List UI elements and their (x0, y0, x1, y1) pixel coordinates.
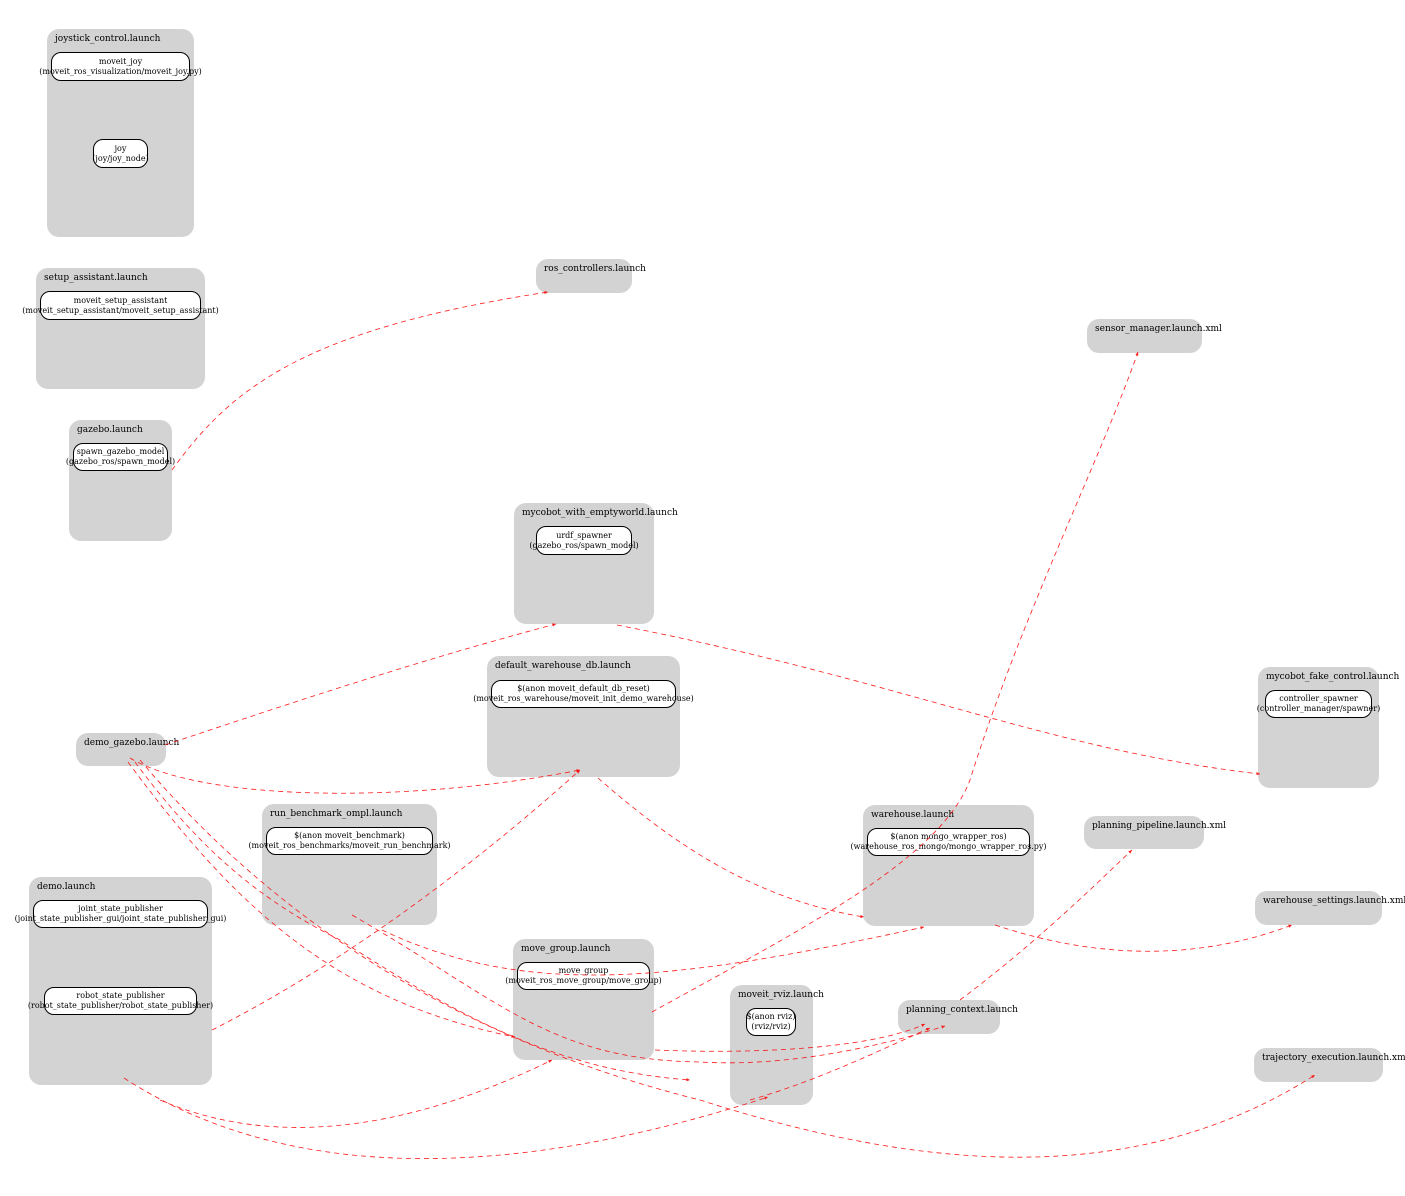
cluster-title: warehouse_settings.launch.xml (1263, 896, 1405, 906)
cluster-title: sensor_manager.launch.xml (1095, 324, 1222, 334)
node-executable: (moveit_ros_move_group/move_group) (505, 976, 662, 985)
cluster-title: trajectory_execution.launch.xml (1262, 1053, 1405, 1063)
node-mongo-wrapper-ros[interactable]: $(anon mongo_wrapper_ros) (warehouse_ros… (851, 828, 1047, 856)
node-moveit-setup-assistant[interactable]: moveit_setup_assistant (moveit_setup_ass… (22, 291, 219, 320)
cluster-mycobot-fake-control: mycobot_fake_control.launch controller_s… (1257, 667, 1399, 788)
cluster-planning-pipeline: planning_pipeline.launch.xml (1084, 816, 1226, 849)
cluster-title: warehouse.launch (871, 810, 955, 820)
cluster-mycobot-emptyworld: mycobot_with_emptyworld.launch urdf_spaw… (514, 503, 678, 624)
node-joint-state-publisher[interactable]: joint_state_publisher (joint_state_publi… (15, 900, 226, 928)
node-executable: (joy/joy_node) (92, 153, 149, 163)
cluster-title: joystick_control.launch (55, 34, 161, 44)
node-executable: (gazebo_ros/spawn_model) (529, 540, 639, 550)
edge-demo-move-group (159, 1059, 553, 1128)
node-executable: (moveit_setup_assistant/moveit_setup_ass… (22, 305, 219, 315)
node-executable: (gazebo_ros/spawn_model) (65, 457, 176, 466)
cluster-demo-gazebo: demo_gazebo.launch (76, 733, 179, 766)
node-moveit-benchmark[interactable]: $(anon moveit_benchmark) (moveit_ros_ben… (248, 827, 451, 855)
node-name: joy (114, 143, 127, 153)
cluster-title: setup_assistant.launch (44, 273, 148, 283)
node-joy[interactable]: joy (joy/joy_node) (92, 139, 149, 168)
node-name: $(anon moveit_benchmark) (294, 831, 405, 840)
edge-demo-moveit-rviz (123, 1077, 769, 1159)
node-name: moveit_setup_assistant (73, 295, 168, 305)
cluster-gazebo: gazebo.launch spawn_gazebo_model (gazebo… (66, 420, 175, 541)
node-name: moveit_joy (98, 56, 143, 66)
cluster-title: demo.launch (37, 882, 96, 892)
cluster-trajectory-execution: trajectory_execution.launch.xml (1254, 1048, 1405, 1082)
node-move-group[interactable]: move_group (moveit_ros_move_group/move_g… (505, 962, 662, 990)
node-urdf-spawner[interactable]: urdf_spawner (gazebo_ros/spawn_model) (529, 526, 639, 555)
node-executable: (warehouse_ros_mongo/mongo_wrapper_ros.p… (850, 842, 1047, 851)
cluster-ros-controllers: ros_controllers.launch (536, 259, 646, 293)
node-name: spawn_gazebo_model (76, 447, 165, 456)
node-name: controller_spawner (1279, 694, 1358, 703)
node-executable: (controller_manager/spawner) (1256, 704, 1381, 713)
cluster-planning-context: planning_context.launch (898, 1000, 1018, 1034)
node-name: $(anon mongo_wrapper_ros) (890, 832, 1007, 841)
cluster-setup-assistant: setup_assistant.launch moveit_setup_assi… (22, 268, 219, 389)
edge-mycobot-emptyworld-mycobot-fake (616, 624, 1261, 776)
cluster-title: demo_gazebo.launch (84, 738, 180, 748)
cluster-title: default_warehouse_db.launch (495, 661, 631, 671)
edge-default-warehouse-warehouse (597, 777, 865, 918)
cluster-move-group: move_group.launch move_group (moveit_ros… (505, 939, 662, 1060)
cluster-default-warehouse-db: default_warehouse_db.launch $(anon movei… (473, 656, 694, 777)
node-executable: (robot_state_publisher/robot_state_publi… (27, 1001, 214, 1010)
node-rviz[interactable]: $(anon rviz) (rviz/rviz) (746, 1008, 796, 1036)
cluster-moveit-rviz: moveit_rviz.launch $(anon rviz) (rviz/rv… (730, 985, 824, 1105)
edge-gazebo-ros-controllers (171, 290, 549, 471)
node-name: urdf_spawner (556, 530, 612, 540)
cluster-title: mycobot_with_emptyworld.launch (522, 508, 678, 518)
node-moveit-default-db-reset[interactable]: $(anon moveit_default_db_reset) (moveit_… (473, 680, 694, 708)
cluster-title: mycobot_fake_control.launch (1266, 672, 1400, 682)
cluster-title: planning_context.launch (906, 1005, 1018, 1015)
node-robot-state-publisher[interactable]: robot_state_publisher (robot_state_publi… (28, 987, 213, 1015)
node-name: $(anon moveit_default_db_reset) (517, 684, 650, 693)
node-moveit-joy[interactable]: moveit_joy (moveit_ros_visualization/mov… (39, 52, 202, 81)
edge-warehouse-warehouse-settings (994, 924, 1293, 952)
node-executable: (rviz/rviz) (751, 1022, 791, 1031)
cluster-run-benchmark-ompl: run_benchmark_ompl.launch $(anon moveit_… (248, 804, 451, 925)
cluster-title: planning_pipeline.launch.xml (1092, 821, 1227, 831)
cluster-title: gazebo.launch (77, 425, 143, 435)
node-name: move_group (558, 966, 609, 975)
cluster-sensor-manager: sensor_manager.launch.xml (1087, 319, 1222, 353)
cluster-warehouse-settings: warehouse_settings.launch.xml (1255, 891, 1405, 925)
node-executable: (moveit_ros_visualization/moveit_joy.py) (39, 66, 202, 76)
node-executable: (moveit_ros_warehouse/moveit_init_demo_w… (473, 694, 694, 703)
cluster-title: move_group.launch (521, 944, 611, 954)
node-name: joint_state_publisher (78, 904, 163, 913)
node-executable: (moveit_ros_benchmarks/moveit_run_benchm… (248, 841, 451, 850)
cluster-title: ros_controllers.launch (544, 264, 646, 274)
node-executable: (joint_state_publisher_gui/joint_state_p… (14, 914, 227, 923)
cluster-title: run_benchmark_ompl.launch (270, 809, 403, 819)
node-controller-spawner[interactable]: controller_spawner (controller_manager/s… (1257, 690, 1380, 718)
cluster-warehouse: warehouse.launch $(anon mongo_wrapper_ro… (851, 805, 1047, 926)
cluster-title: moveit_rviz.launch (738, 990, 824, 1000)
cluster-demo: demo.launch joint_state_publisher (joint… (15, 877, 226, 1085)
node-name: $(anon rviz) (746, 1012, 796, 1021)
cluster-joystick-control: joystick_control.launch moveit_joy (move… (39, 29, 202, 237)
node-name: robot_state_publisher (76, 991, 165, 1000)
node-spawn-gazebo-model[interactable]: spawn_gazebo_model (gazebo_ros/spawn_mod… (66, 443, 175, 471)
